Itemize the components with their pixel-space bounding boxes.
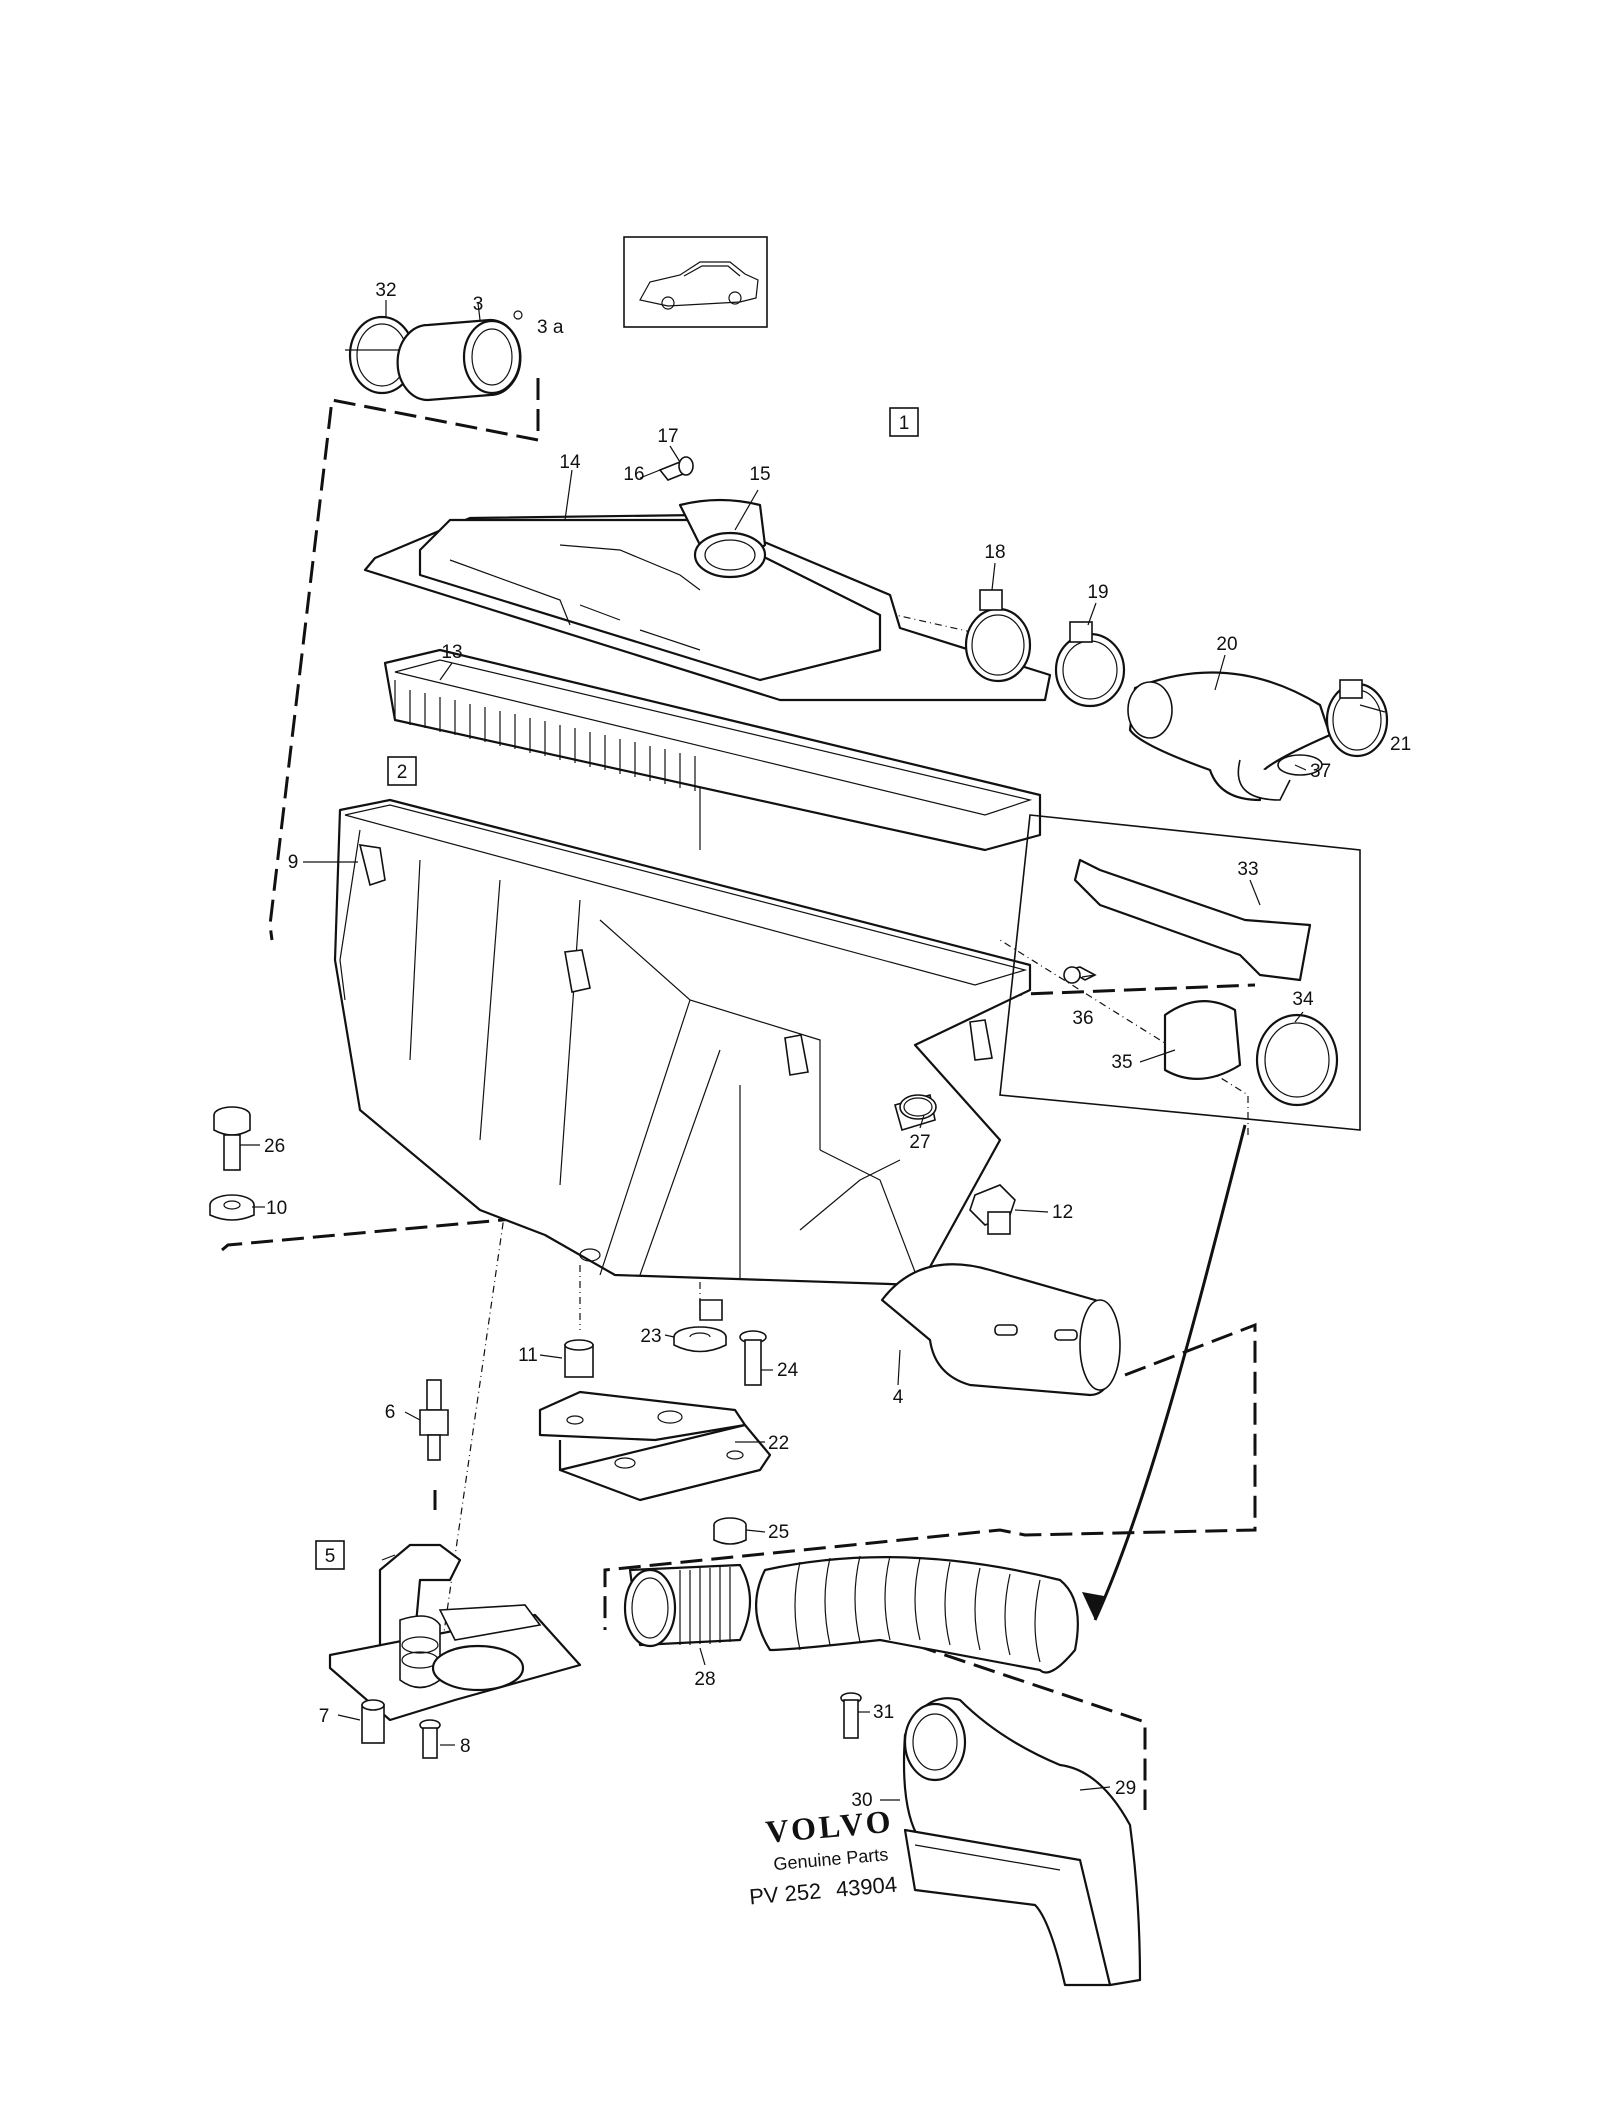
label-23: 23 bbox=[640, 1326, 661, 1347]
part-code-a: PV 252 bbox=[748, 1878, 822, 1909]
guide-line-right bbox=[603, 1322, 1257, 1630]
label-7: 7 bbox=[319, 1706, 330, 1727]
label-3a: 3 a bbox=[537, 317, 564, 338]
label-34: 34 bbox=[1292, 989, 1314, 1010]
washer-23 bbox=[673, 1326, 727, 1353]
upper-housing-cover-14 bbox=[363, 498, 1052, 702]
label-36: 36 bbox=[1072, 1008, 1093, 1029]
brand-subtitle: Genuine Parts bbox=[773, 1844, 889, 1874]
boxed-label-2: 2 bbox=[387, 756, 417, 786]
label-10: 10 bbox=[266, 1198, 287, 1219]
label-8: 8 bbox=[460, 1736, 471, 1757]
label-20: 20 bbox=[1216, 634, 1237, 655]
label-3: 3 bbox=[473, 294, 484, 315]
label-35: 35 bbox=[1111, 1052, 1132, 1073]
svg-text:2: 2 bbox=[397, 762, 408, 783]
grommet-25 bbox=[713, 1517, 747, 1545]
label-13: 13 bbox=[441, 642, 462, 663]
grommet-27 bbox=[903, 1097, 933, 1117]
label-25: 25 bbox=[768, 1522, 789, 1543]
guide-line-33 bbox=[999, 983, 1256, 997]
bolt-31 bbox=[840, 1692, 862, 1739]
clamp-21 bbox=[1325, 679, 1389, 758]
car-thumbnail-icon bbox=[623, 236, 768, 328]
inset-box bbox=[999, 814, 1361, 1131]
label-9: 9 bbox=[288, 852, 299, 873]
screw-24 bbox=[739, 1330, 767, 1386]
guide-line-bottom-left bbox=[221, 1210, 591, 1252]
bolt-8 bbox=[419, 1719, 441, 1759]
hose-20 bbox=[1127, 671, 1332, 802]
label-6: 6 bbox=[385, 1402, 396, 1423]
part-number-labels: 32 3 3 a 17 16 15 14 18 19 20 21 37 13 9… bbox=[264, 280, 1411, 1811]
boxed-label-1: 1 bbox=[889, 407, 919, 437]
brand-logo: VOLVO bbox=[764, 1803, 895, 1850]
label-22: 22 bbox=[768, 1433, 789, 1454]
sensor-6 bbox=[419, 1379, 449, 1461]
label-30: 30 bbox=[851, 1790, 872, 1811]
label-33: 33 bbox=[1237, 859, 1258, 880]
label-18: 18 bbox=[984, 542, 1005, 563]
label-26: 26 bbox=[264, 1136, 285, 1157]
label-17: 17 bbox=[657, 426, 678, 447]
guide-line-duct bbox=[914, 1643, 1147, 1810]
label-14: 14 bbox=[559, 452, 581, 473]
flex-hose-28 bbox=[623, 1555, 1079, 1674]
sleeve-3 bbox=[396, 310, 523, 402]
grommet-10 bbox=[209, 1194, 255, 1221]
label-37: 37 bbox=[1310, 761, 1331, 782]
svg-text:5: 5 bbox=[325, 1546, 336, 1567]
guide-line-left bbox=[268, 378, 540, 941]
svg-text:1: 1 bbox=[899, 413, 910, 434]
screw-16 bbox=[658, 456, 694, 481]
align-line-bottom bbox=[439, 1174, 511, 1661]
intake-hose-4 bbox=[880, 1263, 1121, 1397]
label-31: 31 bbox=[873, 1702, 894, 1723]
volvo-branding: VOLVO Genuine Parts PV 252 43904 bbox=[748, 1803, 898, 1910]
lower-housing-2 bbox=[333, 798, 1032, 1321]
mount-5 bbox=[328, 1543, 582, 1722]
bracket-22 bbox=[538, 1390, 772, 1502]
bolt-7 bbox=[361, 1699, 385, 1744]
spacer-11 bbox=[564, 1339, 594, 1378]
clamp-37 bbox=[1277, 754, 1323, 776]
boxed-label-5: 5 bbox=[315, 1540, 345, 1570]
label-21: 21 bbox=[1390, 734, 1411, 755]
label-19: 19 bbox=[1087, 582, 1108, 603]
clamp-18 bbox=[964, 589, 1032, 683]
label-27: 27 bbox=[909, 1132, 930, 1153]
label-32: 32 bbox=[375, 280, 396, 301]
label-24: 24 bbox=[777, 1360, 799, 1381]
label-28: 28 bbox=[694, 1669, 715, 1690]
label-4: 4 bbox=[893, 1387, 904, 1408]
sensor-12 bbox=[969, 1184, 1016, 1235]
clamp-19 bbox=[1054, 621, 1126, 708]
filter-element-13 bbox=[383, 648, 1042, 852]
label-29: 29 bbox=[1115, 1778, 1136, 1799]
leader-lines bbox=[240, 300, 1386, 1801]
label-16: 16 bbox=[623, 464, 644, 485]
bolt-26 bbox=[213, 1106, 251, 1171]
duct-29 bbox=[902, 1697, 1142, 1987]
label-12: 12 bbox=[1052, 1202, 1073, 1223]
part-code-b: 43904 bbox=[835, 1872, 898, 1902]
label-11: 11 bbox=[518, 1345, 538, 1366]
label-15: 15 bbox=[749, 464, 770, 485]
